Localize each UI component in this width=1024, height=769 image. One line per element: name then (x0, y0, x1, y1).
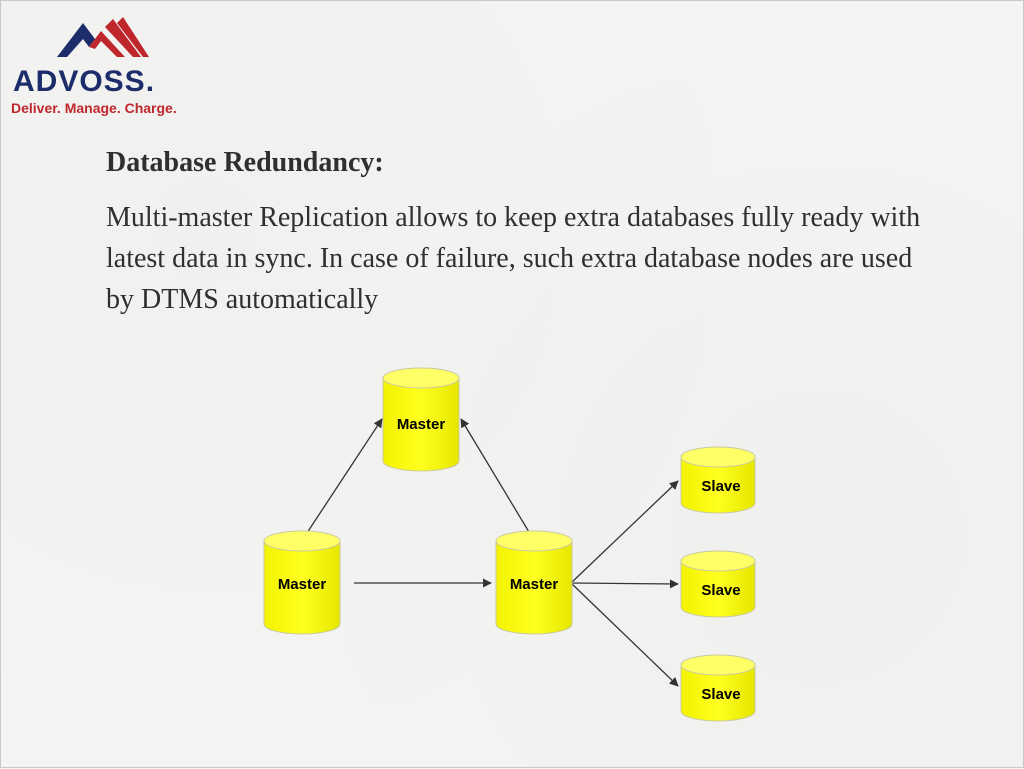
edge-master-center-to-slave-1 (570, 480, 679, 584)
node-label: Master (397, 416, 446, 433)
node-master-left: Master (263, 530, 341, 635)
node-label: Slave (701, 478, 740, 495)
advoss-wordmark: ADVOSS. (13, 65, 155, 98)
slide-heading: Database Redundancy: (106, 147, 384, 178)
advoss-logo-mark: ADVOSS. (13, 17, 155, 98)
edge-master-left-to-master-top (300, 418, 383, 543)
node-slave-2: Slave (680, 550, 756, 618)
node-slave-1: Slave (680, 446, 756, 514)
node-label: Master (510, 576, 559, 593)
edge-master-center-to-slave-2 (570, 579, 679, 589)
node-label: Slave (701, 582, 740, 599)
node-master-center: Master (495, 530, 573, 635)
node-label: Master (278, 576, 327, 593)
node-label: Slave (701, 686, 740, 703)
slide-body-text: Multi-master Replication allows to keep … (106, 202, 921, 315)
logo-tagline: Deliver. Manage. Charge. (11, 100, 177, 116)
node-master-top: Master (382, 367, 460, 472)
node-slave-3: Slave (680, 654, 756, 722)
advoss-logo: ADVOSS. (9, 9, 199, 121)
edge-master-center-to-slave-3 (570, 582, 679, 687)
edge-master-center-to-master-top (460, 418, 536, 543)
